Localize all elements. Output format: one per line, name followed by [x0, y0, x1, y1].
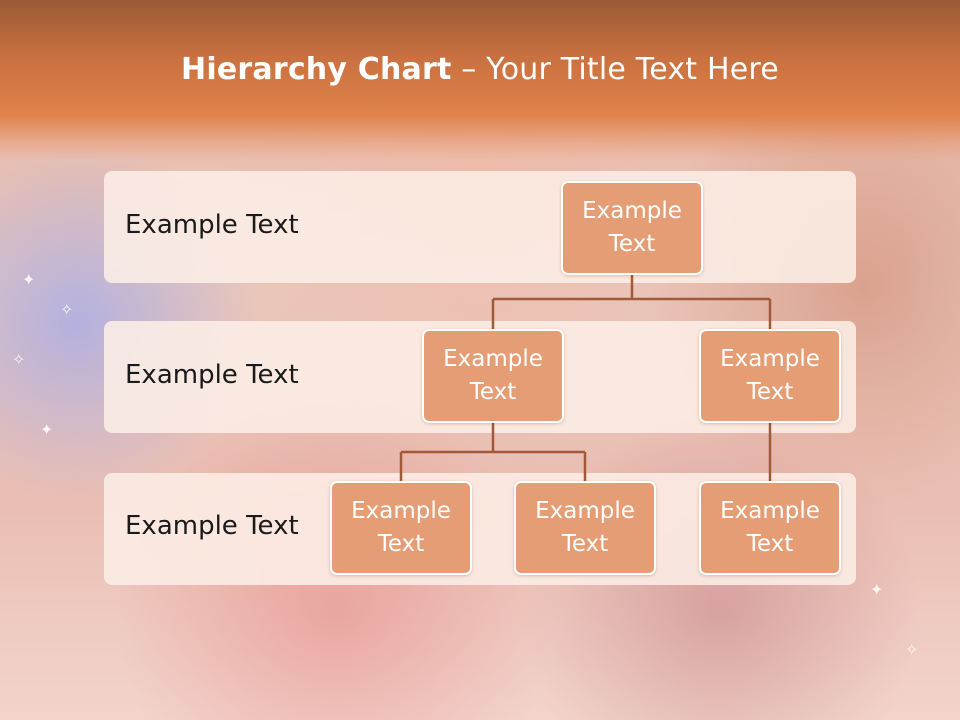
level-band-1 — [104, 171, 856, 283]
level-label-1[interactable]: Example Text — [125, 210, 299, 240]
title-rest: – Your Title Text Here — [451, 52, 779, 87]
node-text-line1: Example — [443, 346, 543, 372]
sparkle-icon: ✦ — [40, 420, 54, 439]
slide-title[interactable]: Hierarchy Chart – Your Title Text Here — [0, 52, 960, 87]
level-label-2[interactable]: Example Text — [125, 360, 299, 390]
node-text-line1: Example — [351, 498, 451, 524]
node-text-line1: Example — [535, 498, 635, 524]
node-text-line2: Text — [469, 379, 517, 405]
node-text-line2: Text — [561, 531, 609, 557]
node-text-line1: Example — [720, 346, 820, 372]
title-bold: Hierarchy Chart — [181, 52, 452, 87]
sparkle-icon: ✧ — [60, 300, 74, 319]
title-bar — [0, 0, 960, 160]
sparkle-icon: ✧ — [905, 640, 919, 659]
node-text-line2: Text — [377, 531, 425, 557]
node-text-line1: Example — [582, 198, 682, 224]
node-text-line2: Text — [746, 531, 794, 557]
node-text-line1: Example — [720, 498, 820, 524]
sparkle-icon: ✦ — [22, 270, 36, 289]
sparkle-icon: ✧ — [12, 350, 26, 369]
level-label-3[interactable]: Example Text — [125, 511, 299, 541]
sparkle-icon: ✦ — [870, 580, 884, 599]
node-text-line2: Text — [608, 231, 656, 257]
node-text-line2: Text — [746, 379, 794, 405]
